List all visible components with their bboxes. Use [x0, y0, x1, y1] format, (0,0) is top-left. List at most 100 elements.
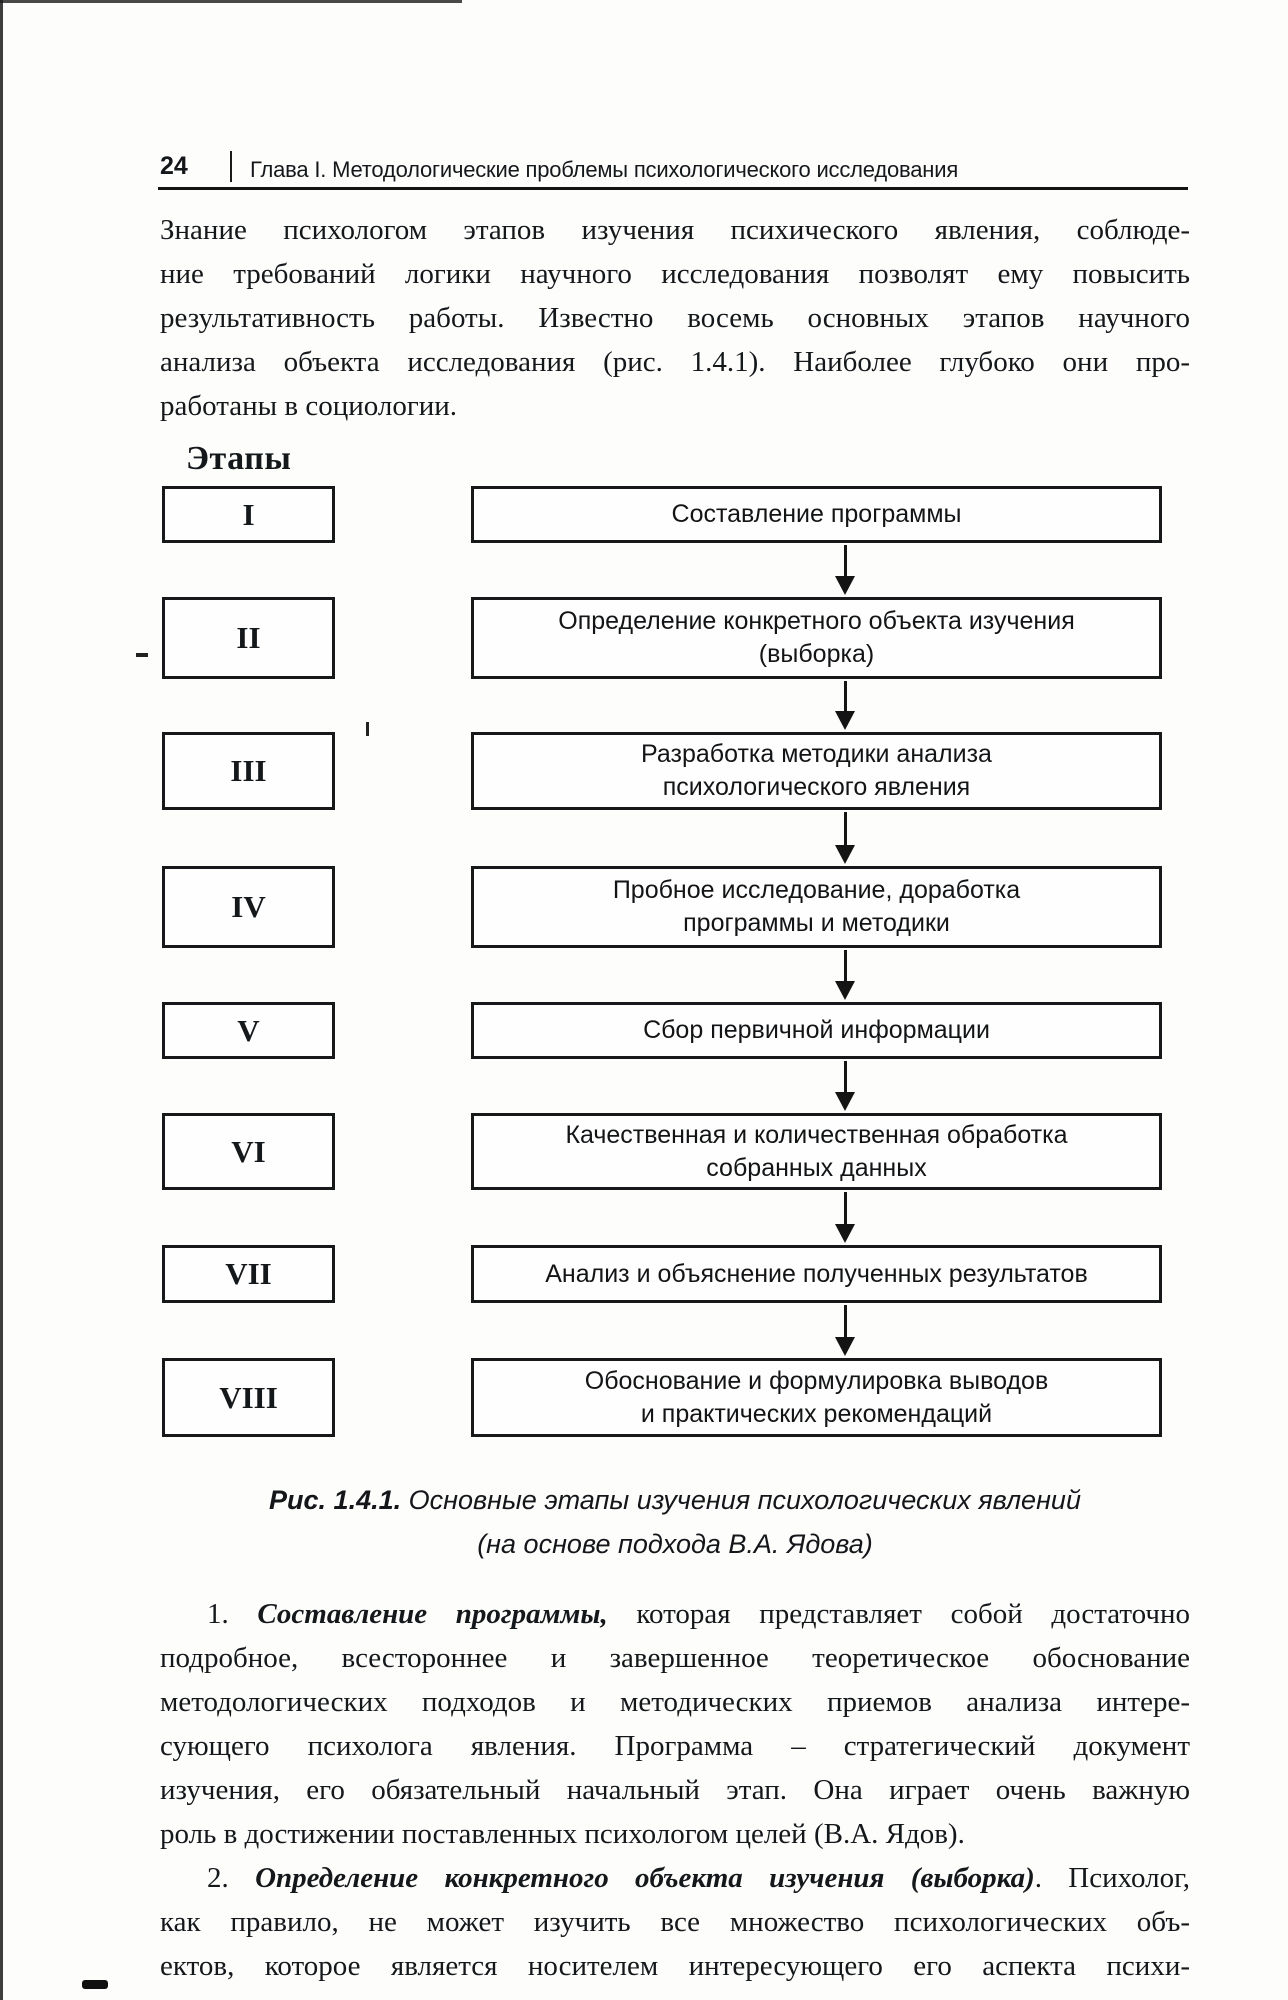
stage-number-box: V — [162, 1002, 335, 1059]
text-run: как правило, не может изучить все множес… — [160, 1906, 1190, 1938]
flow-arrow-line — [844, 812, 847, 847]
text-run: ектов, которое является носителем интере… — [160, 1950, 1190, 1982]
stage-numeral: V — [237, 1012, 260, 1048]
arrow-down-icon — [835, 711, 855, 730]
step-label: Составление программы — [671, 500, 962, 528]
text-run: (на основе подхода В.А. Ядова) — [477, 1529, 873, 1559]
text-run: подробное, всестороннее и завершенное те… — [160, 1642, 1190, 1674]
text-line: подробное, всестороннее и завершенное те… — [160, 1636, 1190, 1680]
arrow-down-icon — [835, 576, 855, 595]
flow-arrow-line — [844, 681, 847, 713]
text-line: работаны в социологии. — [160, 384, 1190, 428]
text-run: роль в достижении поставленных психолого… — [160, 1818, 965, 1850]
flow-arrow-line — [844, 950, 847, 983]
scan-edge-artifact — [0, 0, 462, 3]
text-run: которая представляет собой достаточно — [607, 1598, 1191, 1630]
scan-artifact — [366, 722, 369, 736]
text-line: результативность работы. Известно восемь… — [160, 296, 1190, 340]
body-paragraph-2: 2. Определение конкретного объекта изуче… — [160, 1856, 1190, 1988]
arrow-down-icon — [835, 1224, 855, 1243]
figure-caption: Рис. 1.4.1. Основные этапы изучения псих… — [160, 1478, 1190, 1566]
text-line: 1. Составление программы, которая предст… — [160, 1592, 1190, 1636]
text-line: (на основе подхода В.А. Ядова) — [160, 1522, 1190, 1566]
text-run: методологических подходов и методических… — [160, 1686, 1190, 1718]
emphasis-text: Рис. 1.4.1. — [269, 1485, 402, 1515]
step-label: и практических рекомендаций — [640, 1399, 993, 1428]
text-run: Основные этапы изучения психологических … — [401, 1485, 1081, 1515]
stage-numeral: VI — [231, 1133, 266, 1169]
stage-numeral: VII — [225, 1256, 272, 1291]
scan-artifact — [82, 1980, 108, 1989]
step-label: Обоснование и формулировка выводов — [584, 1366, 1049, 1395]
header-divider — [230, 151, 232, 182]
emphasis-text: Составление программы, — [257, 1598, 608, 1630]
arrow-down-icon — [835, 845, 855, 864]
step-label: Определение конкретного объекта изучения — [558, 607, 1075, 635]
text-line: сующего психолога явления. Программа – с… — [160, 1724, 1190, 1768]
text-run: ние требований логики научного исследова… — [160, 258, 1190, 290]
stage-number-box: VI — [162, 1113, 335, 1190]
text-line: методологических подходов и методических… — [160, 1680, 1190, 1724]
arrow-down-icon — [835, 981, 855, 1000]
stage-number-box: IV — [162, 866, 335, 948]
text-run: анализа объекта исследования (рис. 1.4.1… — [160, 346, 1190, 378]
step-box: Анализ и объяснение полученных результат… — [471, 1245, 1162, 1303]
text-run: работаны в социологии. — [160, 390, 458, 422]
stage-number-box: III — [162, 732, 335, 810]
text-line: изучения, его обязательный начальный эта… — [160, 1768, 1190, 1812]
step-box: Обоснование и формулировка выводов и прак… — [471, 1358, 1162, 1437]
step-box: Сбор первичной информации — [471, 1002, 1162, 1059]
step-box: Определение конкретного объекта изучения… — [471, 597, 1162, 679]
stage-numeral: III — [230, 753, 267, 788]
emphasis-text: Определение конкретного объекта изучения… — [255, 1862, 1035, 1894]
step-label: Качественная и количественная обработка — [565, 1120, 1068, 1149]
scan-artifact — [136, 653, 148, 657]
step-box: Пробное исследование, доработка программы… — [471, 866, 1162, 948]
flow-arrow-line — [844, 545, 847, 578]
text-line: ние требований логики научного исследова… — [160, 252, 1190, 296]
flow-arrow-line — [844, 1192, 847, 1226]
step-label: (выборка) — [758, 640, 875, 668]
flow-arrow-line — [844, 1061, 847, 1094]
text-line: ектов, которое является носителем интере… — [160, 1944, 1190, 1988]
text-line: как правило, не может изучить все множес… — [160, 1900, 1190, 1944]
stage-numeral: IV — [231, 889, 266, 924]
body-paragraph-1: 1. Составление программы, которая предст… — [160, 1592, 1190, 1856]
arrow-down-icon — [835, 1092, 855, 1111]
intro-paragraph: Знание психологом этапов изучения психич… — [160, 208, 1190, 428]
text-run: изучения, его обязательный начальный эта… — [160, 1774, 1190, 1806]
stage-number-box: II — [162, 597, 335, 679]
page-number: 24 — [160, 152, 188, 180]
text-line: роль в достижении поставленных психолого… — [160, 1812, 1190, 1856]
step-label: Пробное исследование, доработка — [612, 876, 1021, 904]
text-line: Рис. 1.4.1. Основные этапы изучения псих… — [160, 1478, 1190, 1522]
step-label: Анализ и объяснение полученных результат… — [545, 1259, 1088, 1288]
text-line: 2. Определение конкретного объекта изуче… — [160, 1856, 1190, 1900]
step-label: программы и методики — [683, 909, 950, 937]
step-box: Качественная и количественная обработка с… — [471, 1113, 1162, 1190]
text-run: Знание психологом этапов изучения психич… — [160, 214, 1190, 246]
stage-numeral: VIII — [219, 1379, 278, 1415]
step-label: Сбор первичной информации — [643, 1016, 990, 1044]
step-box: Составление программы — [471, 486, 1162, 543]
text-run: результативность работы. Известно восемь… — [160, 302, 1190, 334]
header-rule — [158, 187, 1188, 190]
text-run: 2. — [207, 1862, 256, 1894]
text-line: Знание психологом этапов изучения психич… — [160, 208, 1190, 252]
arrow-down-icon — [835, 1337, 855, 1356]
step-label: собранных данных — [706, 1153, 927, 1182]
stage-number-box: VIII — [162, 1358, 335, 1437]
step-box: Разработка методики анализа психологическ… — [471, 732, 1162, 810]
diagram-title: Этапы — [186, 440, 292, 477]
stage-number-box: I — [162, 486, 335, 543]
step-label: психологического явления — [662, 773, 971, 801]
text-run: сующего психолога явления. Программа – с… — [160, 1730, 1190, 1762]
flow-arrow-line — [844, 1305, 847, 1339]
text-line: анализа объекта исследования (рис. 1.4.1… — [160, 340, 1190, 384]
text-run: 1. — [207, 1598, 258, 1630]
stage-numeral: II — [236, 620, 261, 655]
step-label: Разработка методики анализа — [641, 740, 992, 768]
stage-numeral: I — [242, 496, 255, 532]
text-run: . Психолог, — [1034, 1862, 1190, 1894]
